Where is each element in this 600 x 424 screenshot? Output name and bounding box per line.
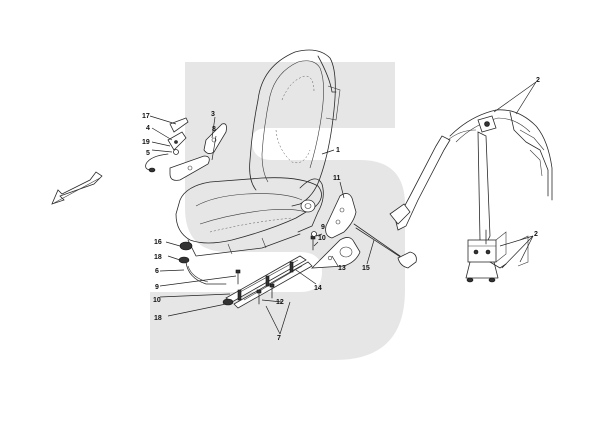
callout-2-top: 2 <box>536 77 540 84</box>
callout-13: 13 <box>338 265 346 272</box>
callout-10-right: 10 <box>318 235 326 242</box>
bolt-12a <box>256 289 262 305</box>
seat <box>175 49 341 257</box>
callout-4: 4 <box>146 125 150 132</box>
callout-14: 14 <box>314 285 322 292</box>
callout-18-top: 18 <box>154 254 162 261</box>
callout-10-left: 10 <box>153 297 161 304</box>
callout-5: 5 <box>146 150 150 157</box>
watermark-logo <box>150 62 405 360</box>
spacer-18 <box>178 256 234 306</box>
bolt-9 <box>235 269 241 285</box>
callout-18-bottom: 18 <box>154 315 162 322</box>
callout-6: 6 <box>155 268 159 275</box>
seat-belt-assembly <box>389 109 553 283</box>
callout-7: 7 <box>277 335 281 342</box>
callout-9-left: 9 <box>155 284 159 291</box>
bolts <box>178 231 317 306</box>
bolt-9-right <box>311 231 317 237</box>
callout-1: 1 <box>336 147 340 154</box>
callout-9-right: 9 <box>321 224 325 231</box>
callout-16: 16 <box>154 239 162 246</box>
direction-arrow-icon <box>51 171 103 205</box>
callout-19: 19 <box>142 139 150 146</box>
callout-3: 3 <box>211 111 215 118</box>
callout-8: 8 <box>212 126 216 133</box>
callout-12: 12 <box>276 299 284 306</box>
callout-15: 15 <box>362 265 370 272</box>
callout-11: 11 <box>333 175 341 182</box>
knob-16 <box>179 241 193 251</box>
bolt-12b <box>269 283 275 299</box>
callouts: 1 2 2 3 4 5 6 7 8 9 9 10 10 11 12 13 14 … <box>142 77 540 342</box>
callout-17: 17 <box>142 113 150 120</box>
right-covers <box>310 193 417 269</box>
leader-lines <box>149 81 537 335</box>
callout-2-bottom: 2 <box>534 231 538 238</box>
